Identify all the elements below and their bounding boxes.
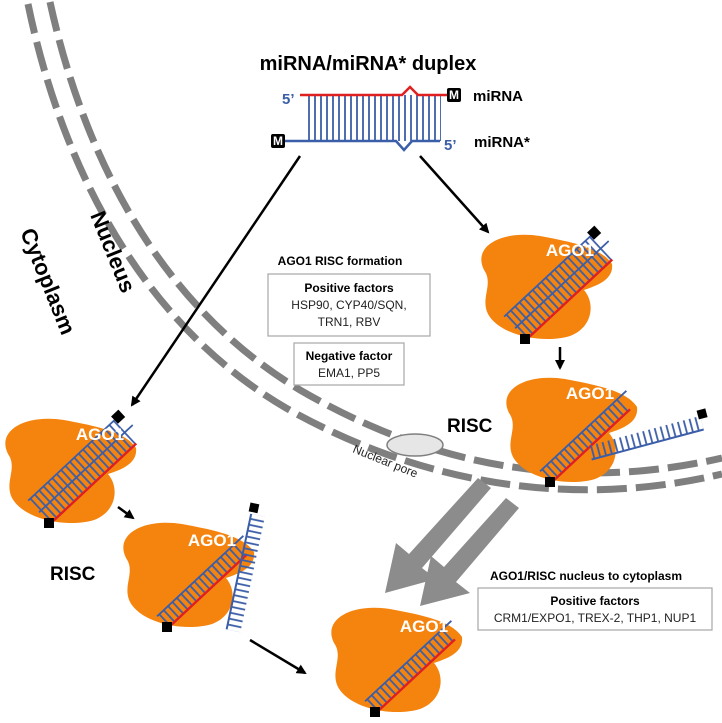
positive-factors-line-1: HSP90, CYP40/SQN,: [291, 298, 406, 312]
arrow-cytoplasm-loading-to-risc: [117, 505, 135, 520]
positive-factors-box: [267, 273, 431, 337]
mirna-duplex: M M 5’ 5’ miRNA miRNA*: [271, 85, 530, 154]
negative-factor-line-1: EMA1, PP5: [318, 366, 380, 380]
ago1-label-cytoplasm-loading: AGO1: [76, 425, 124, 444]
export-panel: AGO1/RISC nucleus to cytoplasm Positive …: [477, 569, 713, 631]
arrow-duplex-to-cytoplasm-loading: [130, 155, 302, 407]
ago1-label-exported-risc: AGO1: [400, 617, 448, 636]
mirna-star-label: miRNA*: [474, 134, 530, 151]
export-factors-box: [477, 587, 713, 631]
ago1-nuclear-risc: AGO1: [506, 378, 708, 487]
nuclear-envelope-inner: [24, 3, 722, 494]
arrow-cytoplasm-risc-to-final: [249, 638, 307, 675]
risc-label-nuclear: RISC: [447, 416, 493, 437]
negative-factor-box: [293, 342, 405, 386]
ago1-nuclear-loading: AGO1: [481, 226, 619, 344]
nuclear-pore: [386, 433, 444, 457]
mirna-star-strand: [283, 139, 440, 152]
export-arrow-right: [420, 498, 519, 606]
risc-formation-title: AGO1 RISC formation: [278, 254, 403, 268]
pathway-arrows: [117, 155, 565, 675]
ago1-label-nuclear-loading: AGO1: [546, 241, 594, 260]
risc-label-cytoplasm: RISC: [50, 564, 96, 585]
export-arrow-left: [385, 478, 491, 593]
duplex-hatch: [305, 95, 441, 141]
export-factors-heading: Positive factors: [550, 594, 640, 608]
diagram-title: miRNA/miRNA* duplex: [260, 53, 477, 75]
mirna-cap-symbol: M: [449, 88, 459, 102]
mirna-label: miRNA: [473, 88, 523, 105]
released-mirna-star-nuclear: [588, 408, 708, 461]
mirna-strand: [300, 85, 448, 97]
mirna-star-cap-icon: [271, 134, 285, 148]
ago1-label-nuclear-risc: AGO1: [566, 384, 614, 403]
cytoplasm-label: Cytoplasm: [15, 225, 80, 339]
export-factors-line-1: CRM1/EXPO1, TREX-2, THP1, NUP1: [494, 611, 697, 625]
export-title: AGO1/RISC nucleus to cytoplasm: [490, 569, 682, 583]
five-prime-top: 5’: [282, 91, 295, 108]
ago1-cytoplasm-loading: AGO1: [5, 410, 143, 528]
five-prime-bottom: 5’: [444, 137, 457, 154]
ago1-label-cytoplasm-risc: AGO1: [188, 531, 236, 550]
risc-formation-panel: AGO1 RISC formation Positive factors HSP…: [267, 254, 431, 386]
ago1-cytoplasm-risc: AGO1: [123, 502, 265, 633]
arrow-duplex-to-nuclear-loading: [419, 155, 490, 234]
export-arrows: [385, 478, 519, 606]
positive-factors-line-2: TRN1, RBV: [318, 315, 381, 329]
positive-factors-heading: Positive factors: [304, 281, 394, 295]
ago1-exported-risc: AGO1: [331, 608, 462, 717]
negative-factor-heading: Negative factor: [306, 349, 393, 363]
mirna-cap-icon: [447, 88, 461, 102]
mirna-star-cap-symbol: M: [273, 134, 283, 148]
released-mirna-star-cytoplasm: [225, 502, 265, 633]
